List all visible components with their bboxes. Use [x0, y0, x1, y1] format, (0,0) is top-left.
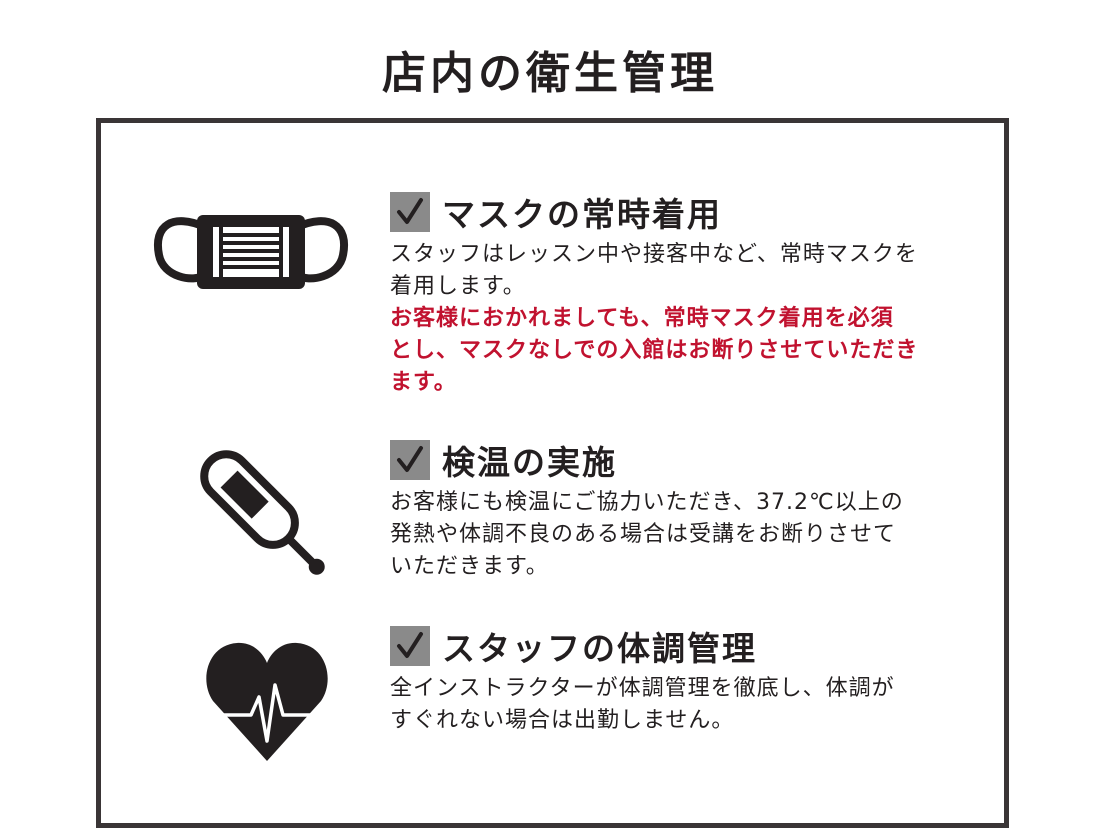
check-icon: [390, 192, 430, 232]
face-mask-icon: [153, 211, 349, 297]
section-heading-label: マスクの常時着用: [442, 195, 722, 234]
section-body: 全インストラクターが体調管理を徹底し、体調が すぐれない場合は出勤しません。: [390, 676, 895, 733]
page-title: 店内の衛生管理: [382, 48, 718, 99]
section-heading: スタッフの体調管理: [390, 623, 950, 669]
content-frame: マスクの常時着用 スタッフはレッスン中や接客中など、常時マスクを 着用します。 …: [96, 118, 1009, 828]
section-heading-label: 検温の実施: [442, 443, 617, 482]
section-heading-label: スタッフの体調管理: [442, 629, 757, 668]
staff-health-text: スタッフの体調管理 全インストラクターが体調管理を徹底し、体調が すぐれない場合…: [390, 623, 950, 737]
section-body: お客様にも検温にご協力いただき、37.2℃以上の 発熱や体調不良のある場合は受講…: [390, 490, 904, 579]
section-warning: お客様におかれましても、常時マスク着用を必須 とし、マスクなしでの入館はお断りさ…: [390, 306, 919, 395]
heartbeat-icon: [205, 637, 329, 769]
check-icon: [390, 440, 430, 480]
section-heading: マスクの常時着用: [390, 189, 950, 235]
check-icon: [390, 626, 430, 666]
temperature-text: 検温の実施 お客様にも検温にご協力いただき、37.2℃以上の 発熱や体調不良のあ…: [390, 437, 950, 583]
section-heading: 検温の実施: [390, 437, 950, 483]
section-body: スタッフはレッスン中や接客中など、常時マスクを 着用します。: [390, 242, 918, 299]
thermometer-icon: [193, 443, 333, 587]
mask-text: マスクの常時着用 スタッフはレッスン中や接客中など、常時マスクを 着用します。 …: [390, 189, 950, 399]
